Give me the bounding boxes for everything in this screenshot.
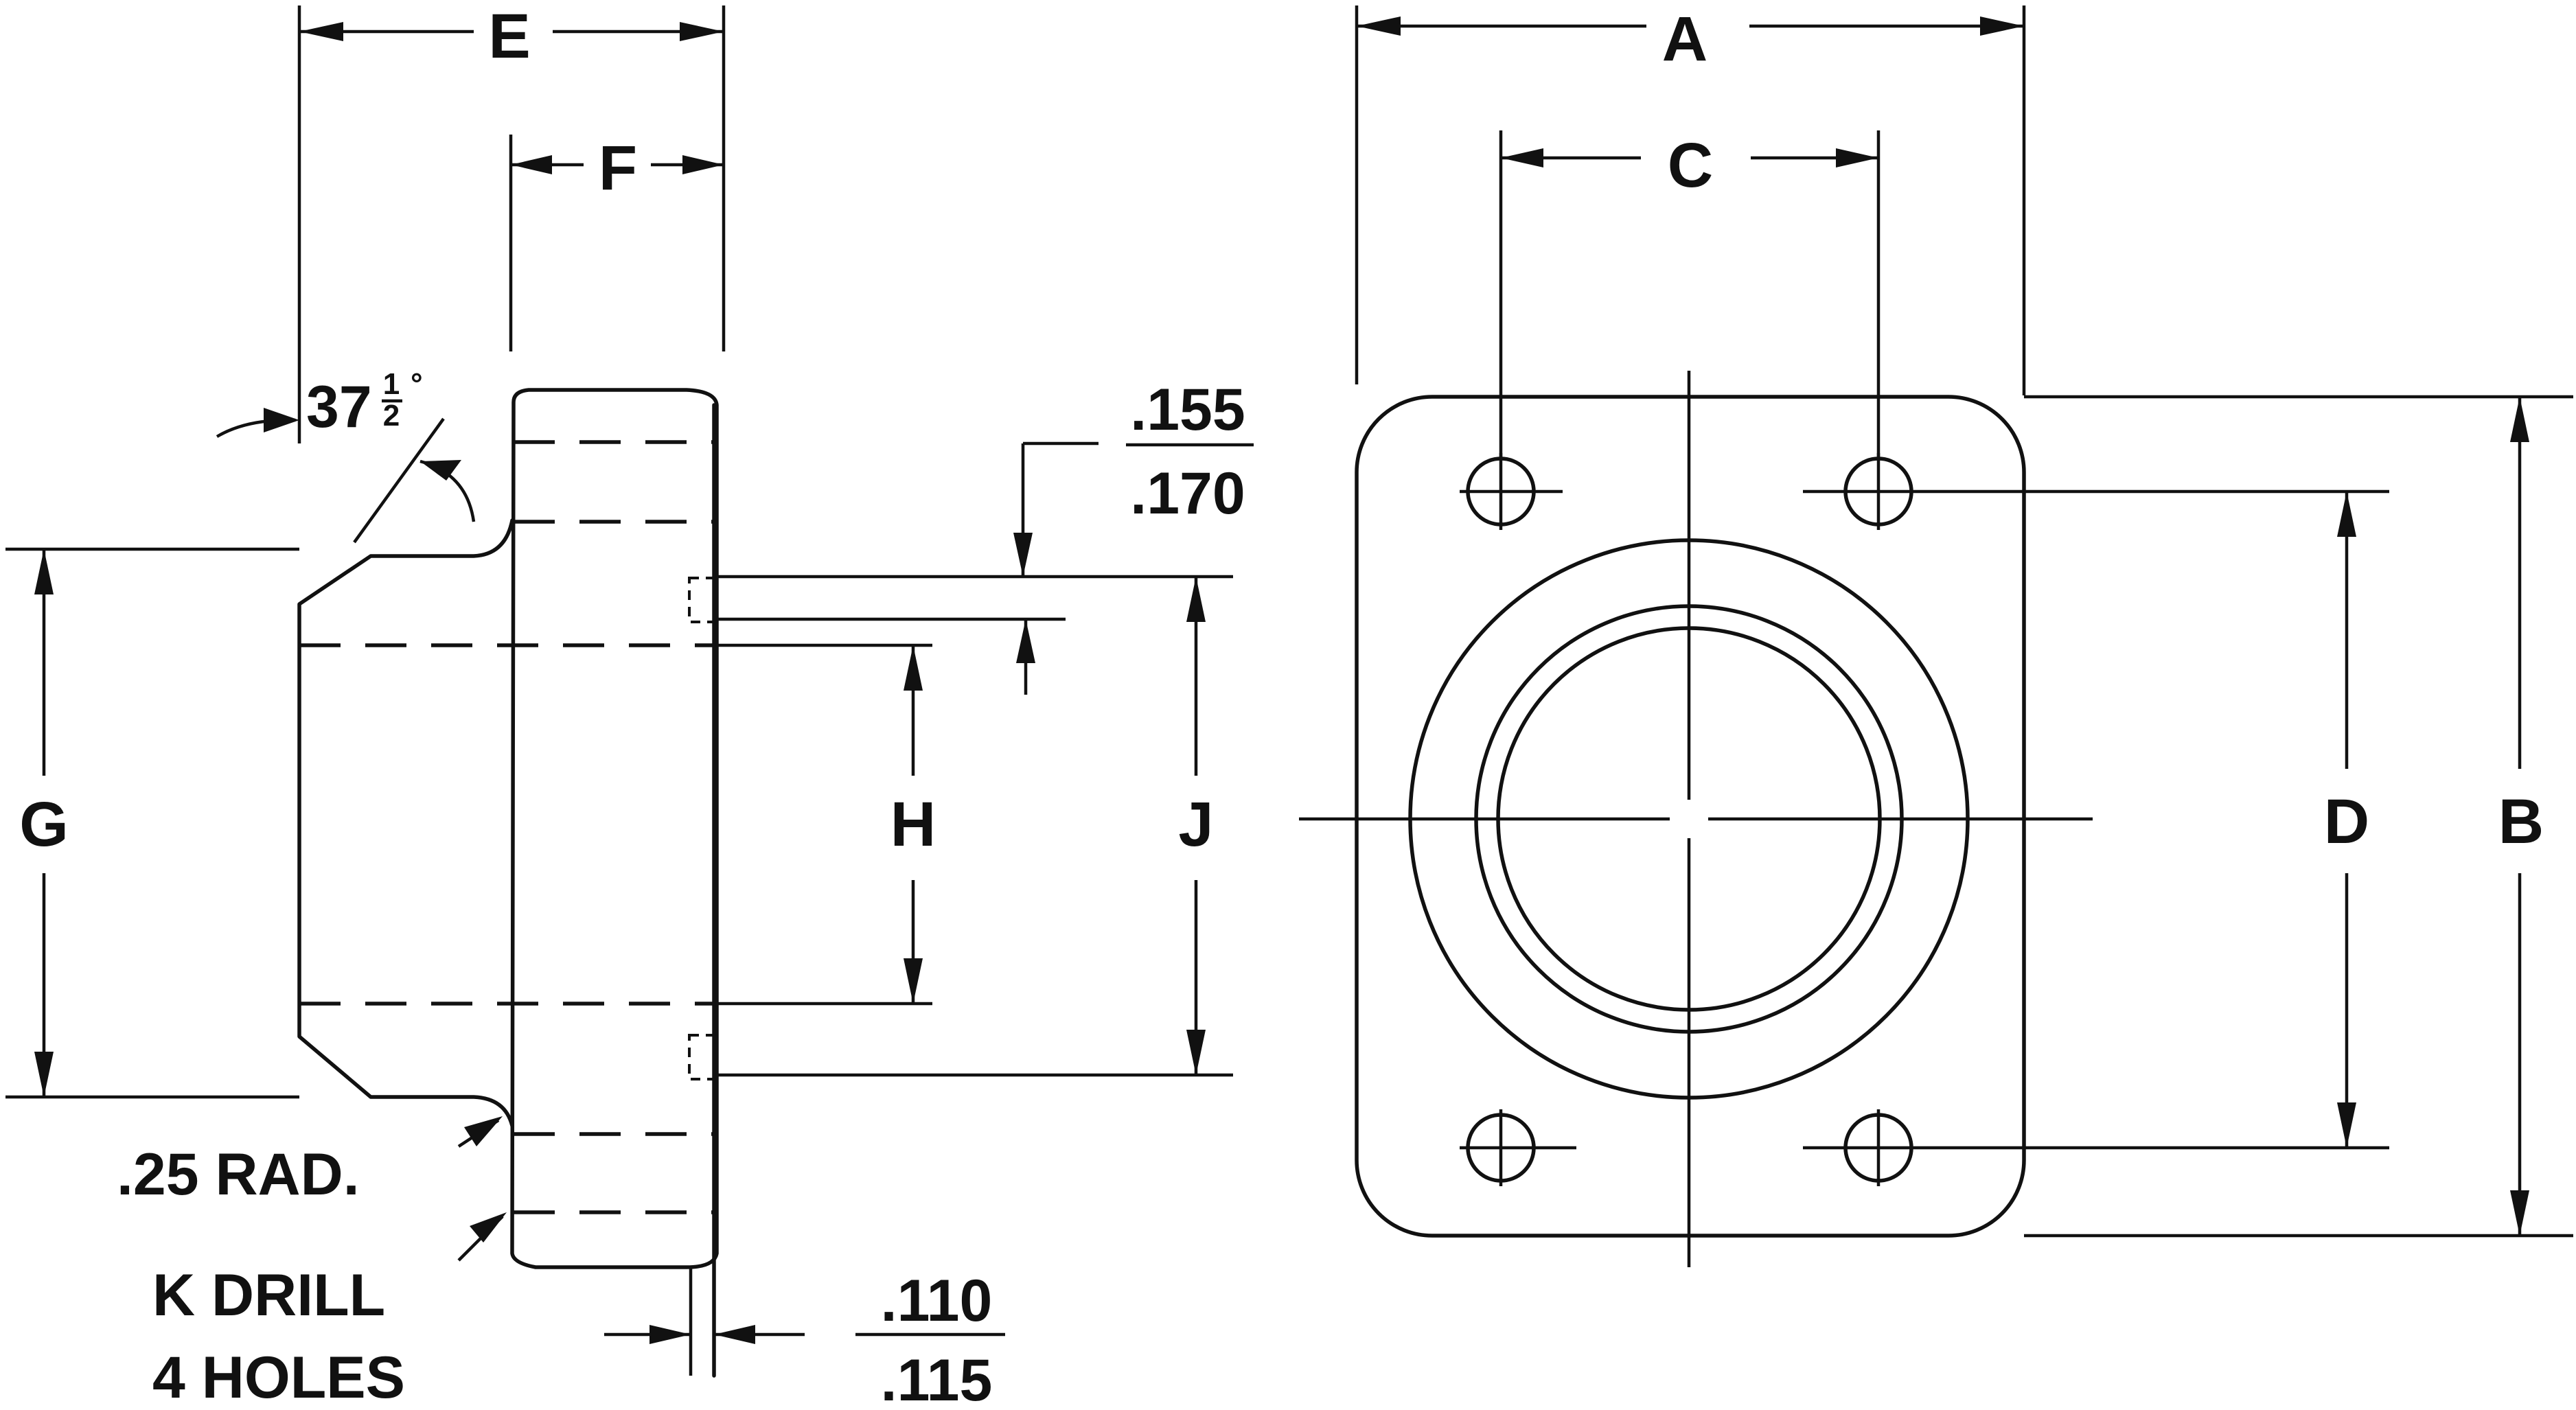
angle-fraction-num: 1 <box>383 367 400 401</box>
arrowhead <box>904 645 923 691</box>
arrowhead <box>299 22 343 41</box>
arrowhead <box>649 1325 691 1344</box>
arrowhead <box>904 958 923 1004</box>
counterbore-max: .170 <box>1130 461 1245 527</box>
dim-label-g: G <box>19 789 69 859</box>
side-view: E F 37 1 2 ° G H <box>5 1 1254 1410</box>
slot-min: .110 <box>881 1268 993 1334</box>
arrowhead <box>1016 619 1035 663</box>
drill-note-line1: K DRILL <box>152 1262 385 1328</box>
arrowhead <box>682 155 724 174</box>
dim-label-d: D <box>2324 787 2369 857</box>
arrowhead <box>1357 16 1401 36</box>
dim-label-b: B <box>2498 787 2544 857</box>
arrowhead <box>2337 1102 2356 1148</box>
counterbore-min: .155 <box>1130 377 1245 443</box>
bolt-hole-bottom-right <box>1803 1109 1920 1186</box>
arrowhead <box>1186 577 1206 622</box>
arrowhead <box>470 1212 507 1243</box>
dim-label-a: A <box>1662 4 1707 74</box>
bolt-hole-top-left <box>1460 453 1563 530</box>
arrowhead <box>464 1116 503 1146</box>
arrowhead <box>34 1052 54 1097</box>
arrowhead <box>1186 1030 1206 1075</box>
arrowhead <box>714 1325 755 1344</box>
counterbore-hidden <box>688 1034 715 1080</box>
arrowhead <box>1980 16 2024 36</box>
radius-note: .25 RAD. <box>117 1142 360 1207</box>
bolt-hole-bottom-left <box>1460 1109 1576 1186</box>
arrowhead <box>680 22 724 41</box>
arrowhead <box>2510 397 2529 442</box>
arrowhead <box>1013 533 1033 577</box>
angle-degree: ° <box>411 367 423 401</box>
flange-plate-outline <box>510 388 719 1269</box>
counterbore-hidden <box>688 577 715 623</box>
arrowhead <box>420 460 461 481</box>
arrowhead <box>34 549 54 594</box>
arrowhead <box>1501 148 1543 167</box>
bolt-hole-top-right <box>1803 453 1920 530</box>
angle-fraction-den: 2 <box>383 399 400 432</box>
arrowhead <box>1836 148 1878 167</box>
angle-label: 37 <box>306 374 372 440</box>
arrowhead <box>264 408 299 432</box>
dim-label-h: H <box>890 789 936 859</box>
arrowhead <box>2510 1190 2529 1236</box>
dim-label-c: C <box>1668 130 1713 200</box>
dim-label-e: E <box>488 1 530 71</box>
dim-label-j: J <box>1178 789 1213 859</box>
angle-line <box>353 417 445 544</box>
drill-note-line2: 4 HOLES <box>152 1345 405 1410</box>
arrowhead <box>511 155 552 174</box>
slot-max: .115 <box>881 1348 993 1410</box>
arrowhead <box>2337 492 2356 537</box>
dim-label-f: F <box>599 133 637 203</box>
hub-profile <box>297 518 514 1128</box>
front-view: A C D B <box>1299 4 2573 1267</box>
